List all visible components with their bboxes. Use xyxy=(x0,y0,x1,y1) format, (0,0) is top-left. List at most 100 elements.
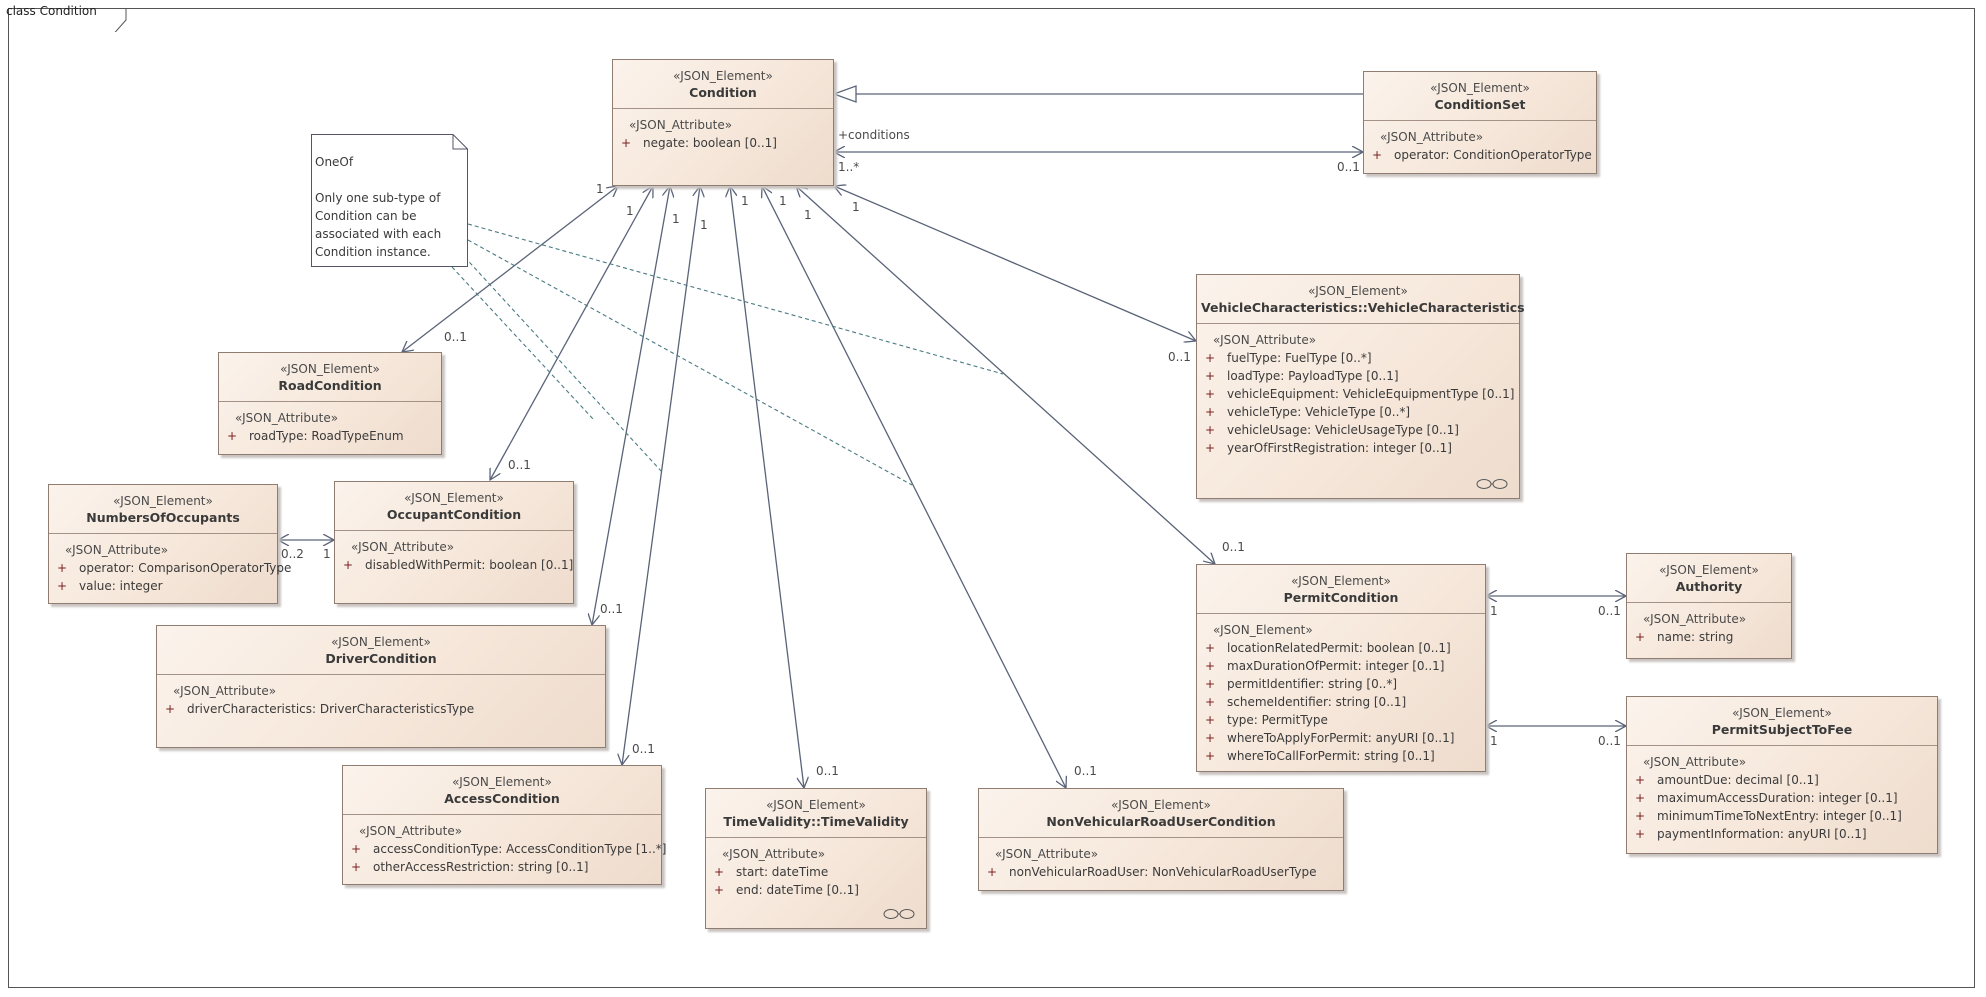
class-permit-subject-to-fee[interactable]: «JSON_Element» PermitSubjectToFee «JSON_A… xyxy=(1626,696,1938,854)
multiplicity-label: 1 xyxy=(804,208,812,222)
multiplicity-label: 0..1 xyxy=(1598,734,1621,748)
multiplicity-label: 0..1 xyxy=(1168,350,1191,364)
class-name: ConditionSet xyxy=(1434,97,1526,112)
stereotype: «JSON_Element» xyxy=(1111,798,1211,812)
note-link xyxy=(467,223,1004,375)
attribute-row: +whereToApplyForPermit: anyURI [0..1] xyxy=(1205,731,1455,745)
link-icon xyxy=(1476,479,1508,489)
multiplicity-label: 1 xyxy=(1490,604,1498,618)
conditions-role-label: +conditions xyxy=(838,128,910,142)
attribute-row: +start: dateTime xyxy=(714,865,829,879)
class-driver-condition[interactable]: «JSON_Element» DriverCondition «JSON_Attr… xyxy=(156,625,606,748)
attribute-row: +end: dateTime [0..1] xyxy=(714,883,859,897)
attribute-row: +driverCharacteristics: DriverCharacteri… xyxy=(165,702,475,716)
attr-stereotype: «JSON_Attribute» xyxy=(65,543,169,557)
attr-stereotype: «JSON_Attribute» xyxy=(629,118,733,132)
attribute-row: +disabledWithPermit: boolean [0..1] xyxy=(343,558,574,572)
access-association xyxy=(622,186,700,765)
class-condition[interactable]: «JSON_Element» Condition «JSON_Attribute»… xyxy=(612,59,834,186)
attribute-row: +vehicleType: VehicleType [0..*] xyxy=(1205,405,1411,419)
attr-stereotype: «JSON_Attribute» xyxy=(1213,333,1317,347)
attribute-row: +amountDue: decimal [0..1] xyxy=(1635,773,1819,787)
attribute-row: +type: PermitType xyxy=(1205,713,1328,727)
multiplicity-label: 1 xyxy=(672,212,680,226)
class-access-condition[interactable]: «JSON_Element»AccessCondition «JSON_Attr… xyxy=(342,765,667,885)
class-road-condition[interactable]: «JSON_Element»RoadCondition «JSON_Attrib… xyxy=(218,352,442,455)
attribute-row: +negate: boolean [0..1] xyxy=(621,136,777,150)
multiplicity-label: 0..1 xyxy=(508,458,531,472)
attribute-row: +minimumTimeToNextEntry: integer [0..1] xyxy=(1635,809,1902,823)
multiplicity-label: 1 xyxy=(852,200,860,214)
class-name: OccupantCondition xyxy=(386,507,522,522)
multiplicity-label: 1 xyxy=(700,218,708,232)
class-time-validity[interactable]: «JSON_Element»TimeValidity::TimeValidity… xyxy=(705,788,927,929)
stereotype: «JSON_Element» xyxy=(1732,706,1832,720)
stereotype: «JSON_Element» xyxy=(1659,563,1759,577)
attribute-row: +value: integer xyxy=(57,579,163,593)
frame-tab xyxy=(8,8,127,32)
attribute-row: +roadType: RoadTypeEnum xyxy=(227,429,404,443)
multiplicity-label: 0..1 xyxy=(1337,160,1360,174)
attribute-row: +loadType: PayloadType [0..1] xyxy=(1205,369,1399,383)
multiplicity-label: 1 xyxy=(596,182,604,196)
multiplicity-label: 1 xyxy=(323,547,331,561)
multiplicity-label: 0..1 xyxy=(816,764,839,778)
stereotype: «JSON_Element» xyxy=(673,69,773,83)
note-line: associated with each xyxy=(315,227,442,241)
class-permit-condition[interactable]: «JSON_Element» PermitCondition «JSON_Elem… xyxy=(1196,564,1486,772)
driver-association xyxy=(592,186,670,625)
multiplicity-label: 0..1 xyxy=(600,602,623,616)
note-body: OneOf Only one sub-type of Condition can… xyxy=(315,153,465,261)
attribute-row: +accessConditionType: AccessConditionTyp… xyxy=(351,842,667,856)
attribute-row: +vehicleUsage: VehicleUsageType [0..1] xyxy=(1205,423,1459,437)
note-link xyxy=(451,266,595,421)
attribute-row: +schemeIdentifier: string [0..1] xyxy=(1205,695,1407,709)
attr-stereotype: «JSON_Element» xyxy=(1213,623,1313,637)
class-name: Condition xyxy=(689,85,757,100)
class-name: DriverCondition xyxy=(325,651,437,666)
class-name: VehicleCharacteristics::VehicleCharacter… xyxy=(1201,300,1525,315)
non-vehicular-association xyxy=(762,186,1066,788)
multiplicity-label: 0..1 xyxy=(1222,540,1245,554)
note-line: Condition can be xyxy=(315,209,417,223)
class-non-vehicular-road-user-condition[interactable]: «JSON_Element»NonVehicularRoadUserCondit… xyxy=(978,788,1344,891)
class-numbers-of-occupants[interactable]: «JSON_Element»NumbersOfOccupants «JSON_A… xyxy=(48,484,291,604)
class-authority[interactable]: «JSON_Element»Authority «JSON_Attribute»… xyxy=(1626,553,1792,659)
class-name: Authority xyxy=(1675,579,1743,594)
class-occupant-condition[interactable]: «JSON_Element» OccupantCondition «JSON_At… xyxy=(334,481,574,604)
multiplicity-label: 1 xyxy=(1490,734,1498,748)
attr-stereotype: «JSON_Attribute» xyxy=(173,684,277,698)
stereotype: «JSON_Element» xyxy=(404,491,504,505)
multiplicity-label: 1 xyxy=(626,204,634,218)
stereotype: «JSON_Element» xyxy=(1291,574,1391,588)
attribute-row: +operator: ConditionOperatorType xyxy=(1372,148,1592,162)
multiplicity-label: 0..1 xyxy=(1598,604,1621,618)
multiplicity-label: 1 xyxy=(779,194,787,208)
attr-stereotype: «JSON_Attribute» xyxy=(351,540,455,554)
stereotype: «JSON_Element» xyxy=(766,798,866,812)
attribute-row: +maxDurationOfPermit: integer [0..1] xyxy=(1205,659,1445,673)
class-name: PermitSubjectToFee xyxy=(1711,722,1853,737)
multiplicity-label: 0..2 xyxy=(281,547,304,561)
attribute-row: +permitIdentifier: string [0..*] xyxy=(1205,677,1398,691)
permit-association xyxy=(796,186,1215,564)
diagram-frame xyxy=(8,8,1975,988)
attribute-row: +paymentInformation: anyURI [0..1] xyxy=(1635,827,1867,841)
stereotype: «JSON_Element» xyxy=(1430,81,1530,95)
attribute-row: +yearOfFirstRegistration: integer [0..1] xyxy=(1205,441,1452,455)
class-vehicle-characteristics[interactable]: «JSON_Element»VehicleCharacteristics::Ve… xyxy=(1196,274,1525,499)
note-link xyxy=(459,251,663,473)
note-title: OneOf xyxy=(315,155,354,169)
attr-stereotype: «JSON_Attribute» xyxy=(359,824,463,838)
note-line: Condition instance. xyxy=(315,245,431,259)
multiplicity-label: 1..* xyxy=(838,160,860,174)
class-condition-set[interactable]: «JSON_Element»ConditionSet «JSON_Attribu… xyxy=(1363,71,1597,174)
note-line: Only one sub-type of xyxy=(315,191,441,205)
occupant-association xyxy=(490,186,653,480)
attr-stereotype: «JSON_Attribute» xyxy=(1643,755,1747,769)
class-name: PermitCondition xyxy=(1283,590,1399,605)
class-name: TimeValidity::TimeValidity xyxy=(723,814,909,829)
attribute-row: +otherAccessRestriction: string [0..1] xyxy=(351,860,589,874)
stereotype: «JSON_Element» xyxy=(331,635,431,649)
multiplicity-label: 0..1 xyxy=(444,330,467,344)
